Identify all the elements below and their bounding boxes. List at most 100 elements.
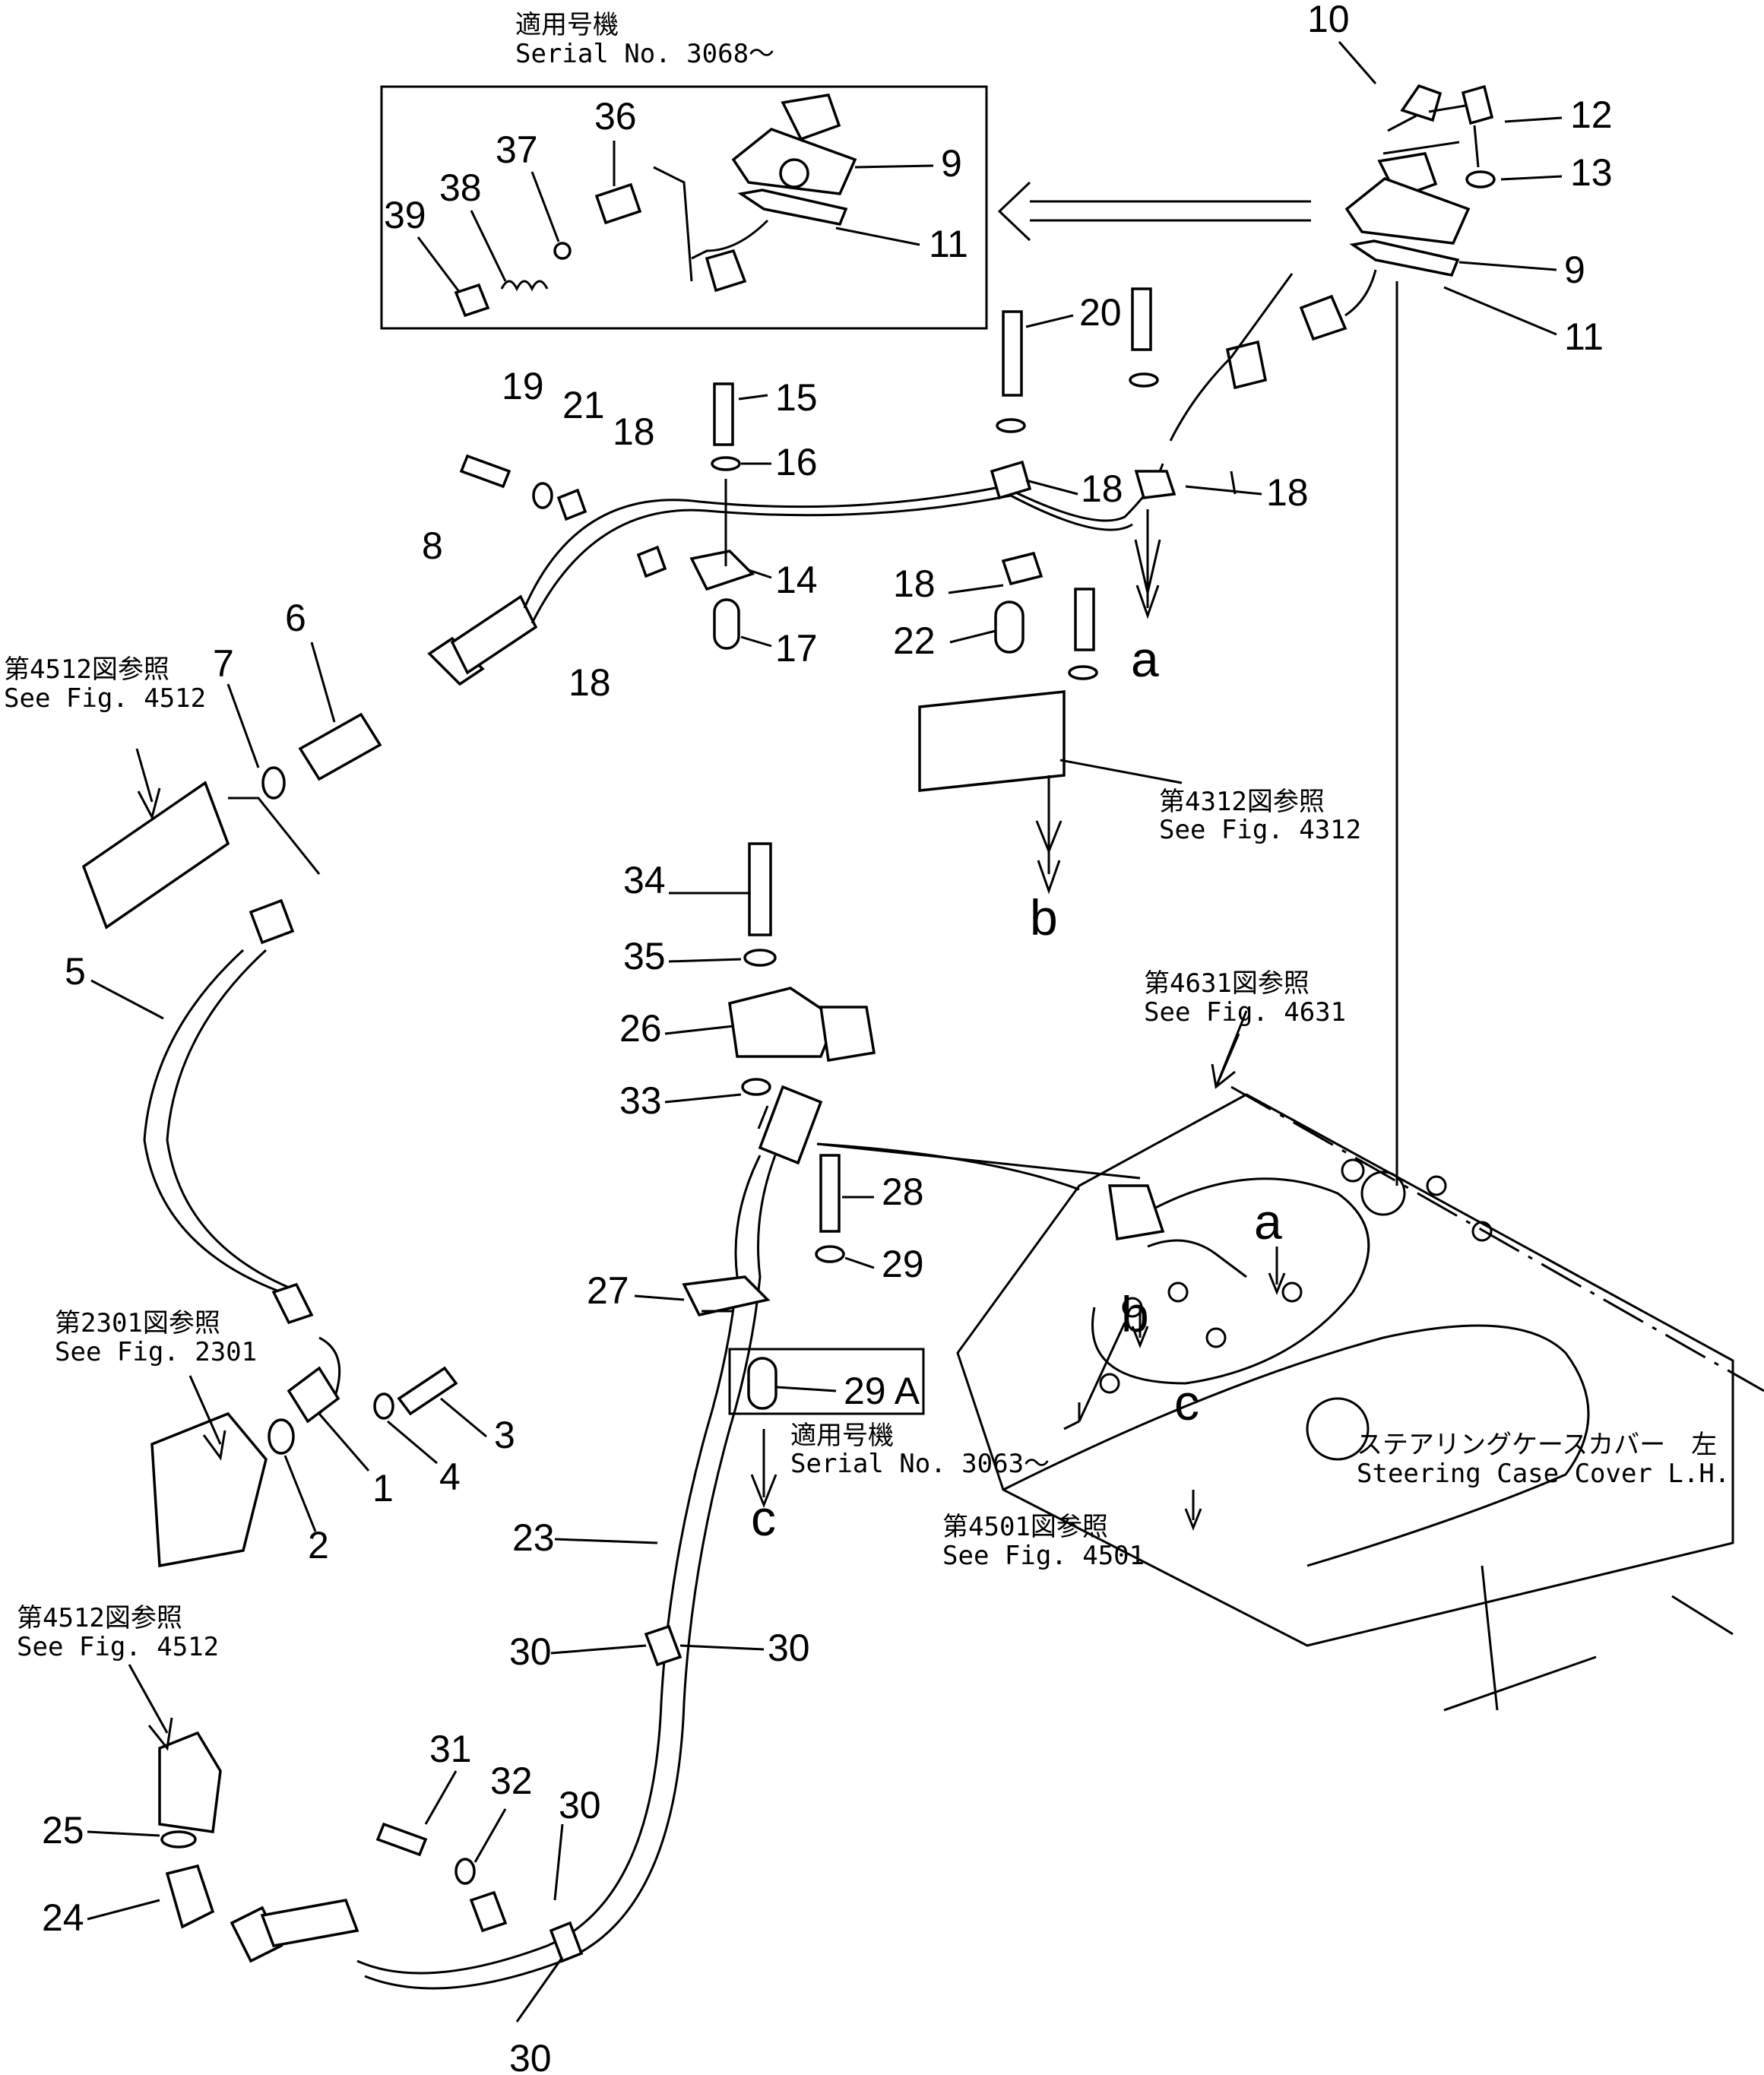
- spacer-22: [994, 600, 1025, 654]
- spacer-29A: [747, 1357, 777, 1410]
- note-4312-en: See Fig. 4312: [1159, 815, 1361, 845]
- callout-18-d: 18: [1266, 471, 1309, 514]
- callout-21: 21: [562, 384, 605, 426]
- note-4312-jp: 第4312図参照: [1159, 787, 1325, 817]
- callout-29A: 29 A: [844, 1370, 920, 1412]
- note-4512b-jp: 第4512図参照: [17, 1603, 182, 1633]
- note-4512a-en: See Fig. 4512: [4, 683, 206, 714]
- callout-12: 12: [1570, 93, 1613, 136]
- hose-nut: [758, 1085, 823, 1165]
- gasket-11: [1349, 239, 1460, 277]
- bolt-31: [375, 1822, 428, 1857]
- callout-18-c: 18: [1081, 467, 1123, 510]
- hose-8: [450, 594, 538, 675]
- callout-33: 33: [619, 1079, 662, 1122]
- washer-35: [743, 949, 777, 967]
- note-serial-jp: 適用号機: [790, 1421, 894, 1451]
- callout-11: 11: [1564, 315, 1604, 358]
- washer-32: [454, 1858, 476, 1885]
- inset-plug-39: [454, 283, 490, 318]
- callout-35: 35: [623, 935, 666, 977]
- note-case-jp: ステアリングケースカバー 左: [1357, 1430, 1717, 1460]
- note-serial-en: Serial No. 3063〜: [790, 1449, 1050, 1479]
- clamp-14: [689, 550, 755, 591]
- block-26-elbow: [819, 1006, 876, 1063]
- connector-6: [298, 712, 382, 781]
- clamp-18-d: [1134, 470, 1177, 499]
- callout-25: 25: [42, 1809, 84, 1852]
- letter-c-case: c: [1174, 1374, 1199, 1430]
- callout-8: 8: [422, 524, 443, 567]
- callout-7: 7: [213, 642, 234, 685]
- clamp-30-a: [644, 1624, 682, 1667]
- callout-22: 22: [893, 619, 936, 662]
- note-4512b-en: See Fig. 4512: [17, 1632, 219, 1662]
- callout-30-b: 30: [768, 1627, 810, 1669]
- note-4501-jp: 第4501図参照: [942, 1512, 1108, 1542]
- detail-arrow: [997, 181, 1311, 242]
- inset-check-body-36: [594, 182, 642, 225]
- letter-c-mid: c: [751, 1490, 776, 1546]
- flange-1: [287, 1366, 340, 1424]
- callout-17: 17: [775, 627, 818, 670]
- washer-13: [1465, 170, 1496, 188]
- note-2301-jp: 第2301図参照: [55, 1308, 220, 1338]
- clamp-18-b: [636, 545, 667, 578]
- clamp-27: [682, 1275, 771, 1317]
- bolt-22b: [1074, 588, 1095, 651]
- callout-36: 36: [594, 95, 637, 138]
- letter-b-top: b: [1030, 889, 1058, 946]
- bolt-3: [397, 1366, 458, 1416]
- callout-24: 24: [42, 1896, 84, 1939]
- lower-left-group: 25 24 第4512図参照 See Fig. 4512: [17, 1603, 359, 1963]
- callout-3: 3: [494, 1414, 515, 1456]
- callout-1: 1: [372, 1467, 394, 1510]
- callout-38: 38: [439, 166, 482, 209]
- body-2301: [150, 1411, 268, 1568]
- callout-15: 15: [775, 376, 818, 419]
- steering-case: a b c 第4631図参照 See Fig. 4631 第4501図参照 Se…: [816, 968, 1764, 1712]
- inset-gasket: [737, 188, 848, 227]
- washer-20: [996, 418, 1026, 433]
- note-2301-en: See Fig. 2301: [55, 1337, 257, 1367]
- callout-16: 16: [775, 441, 818, 483]
- washer-29: [815, 1245, 845, 1263]
- callout-11-inset: 11: [929, 223, 968, 265]
- washer-20b: [1129, 372, 1159, 388]
- bolt-28: [819, 1154, 841, 1233]
- letter-a-top: a: [1131, 631, 1159, 687]
- note-4512a-jp: 第4512図参照: [4, 654, 169, 685]
- note-case-en: Steering Case Cover L.H.: [1357, 1459, 1730, 1489]
- callout-14: 14: [775, 559, 818, 601]
- bolt-12: [1461, 84, 1494, 125]
- callout-6: 6: [285, 597, 306, 639]
- oring-2: [268, 1418, 295, 1455]
- bolt-15: [713, 382, 734, 446]
- spacer-17: [713, 598, 740, 650]
- clamp-30-c: [549, 1921, 584, 1963]
- callout-20: 20: [1079, 291, 1122, 334]
- oring-25: [160, 1830, 197, 1848]
- hose-connector: [1225, 340, 1268, 390]
- callout-2: 2: [308, 1524, 329, 1567]
- note-4631-jp: 第4631図参照: [1144, 968, 1310, 999]
- callout-34: 34: [623, 859, 666, 901]
- clamp-30-b: [469, 1890, 508, 1933]
- block-26: [728, 987, 838, 1058]
- callout-18-b: 18: [568, 661, 611, 704]
- case-port-a: [1107, 1184, 1165, 1241]
- callout-9: 9: [1564, 249, 1585, 291]
- centre-group: 34 35 26 33 28 29 27 29 A 23 30 30 30 30…: [356, 842, 1080, 2075]
- bolt-20b: [1131, 287, 1152, 351]
- bolt-34: [748, 842, 772, 936]
- elbow-fitting: [1299, 294, 1348, 341]
- letter-b-case: b: [1121, 1286, 1149, 1342]
- callout-13: 13: [1570, 151, 1613, 194]
- note-4631-en: See Fig. 4631: [1144, 997, 1346, 1028]
- callout-31: 31: [429, 1728, 472, 1770]
- oring-7: [261, 766, 286, 800]
- callout-30-c: 30: [559, 1784, 601, 1826]
- callout-4: 4: [439, 1456, 461, 1498]
- valve-assembly: 10 12 13 9 11: [1299, 0, 1613, 1186]
